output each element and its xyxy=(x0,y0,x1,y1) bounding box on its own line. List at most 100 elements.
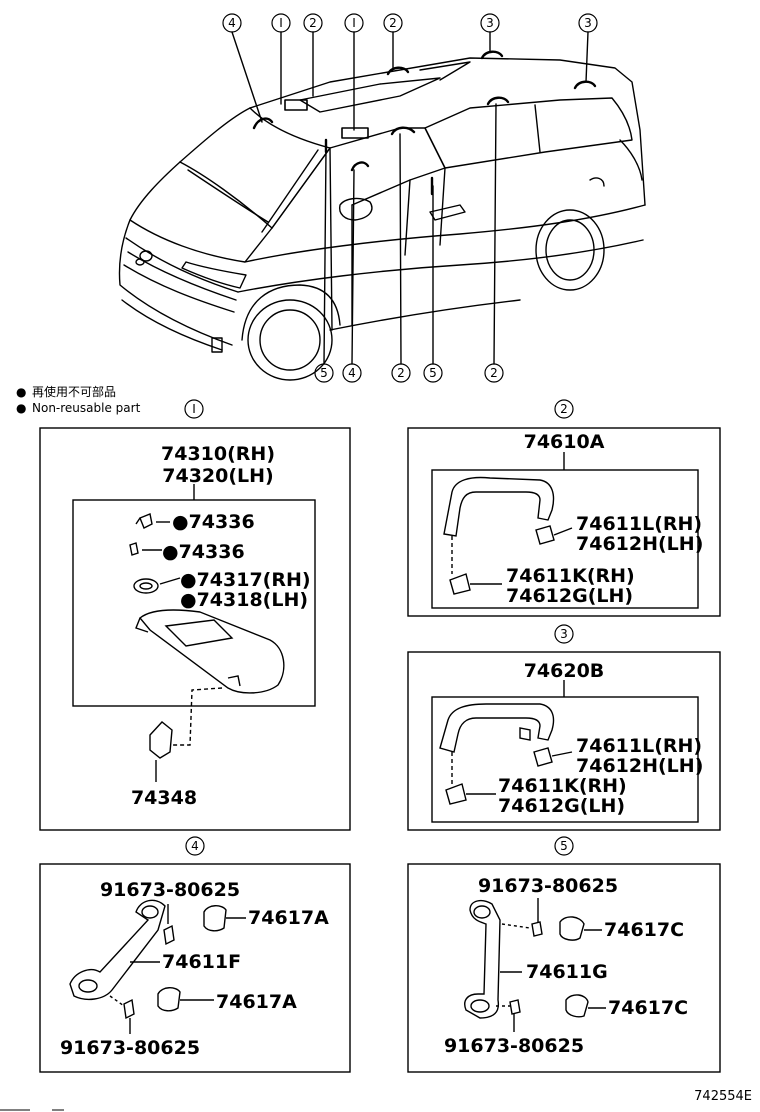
callout-bottom-5: 2 xyxy=(490,366,498,380)
callout-bottom-3: 2 xyxy=(397,366,405,380)
callout-circle xyxy=(480,13,500,33)
screw-icon xyxy=(509,999,521,1015)
callout-bottom-4: 5 xyxy=(429,366,437,380)
p4-screw-bottom: 91673-80625 xyxy=(60,1037,200,1059)
holder-icon xyxy=(133,578,159,594)
p4-grip: 74611F xyxy=(162,951,241,973)
bottom-callouts xyxy=(314,363,504,383)
legend-en: Non-reusable part xyxy=(32,401,141,415)
legend: ● 再使用不可部品 ● Non-reusable part xyxy=(16,384,141,415)
callout-top-1: 4 xyxy=(228,16,236,30)
p4-cap-top: 74617A xyxy=(248,907,329,929)
panel-marker-circle xyxy=(554,399,574,419)
callout-top-5: 2 xyxy=(389,16,397,30)
panel-marker-circle xyxy=(554,624,574,644)
legend-bullet: ● xyxy=(16,401,26,415)
callout-top-7: 3 xyxy=(584,16,592,30)
callout-top-3: 2 xyxy=(309,16,317,30)
cap-icon xyxy=(565,994,589,1018)
assist-grip-icon xyxy=(443,476,555,537)
cap-icon xyxy=(203,905,227,932)
assist-grip-icon xyxy=(69,899,166,1001)
callout-circle xyxy=(484,363,504,383)
top-callouts xyxy=(222,13,598,33)
callout-circle xyxy=(391,363,411,383)
p3-cover-g-lh: 74612G(LH) xyxy=(498,795,625,817)
callout-top-6: 3 xyxy=(486,16,494,30)
p4-screw-top: 91673-80625 xyxy=(100,879,240,901)
hook-icon xyxy=(149,721,173,759)
p2-cover-lh: 74612H(LH) xyxy=(576,533,703,555)
callout-circle xyxy=(342,363,362,383)
panel-1-marker: I xyxy=(192,402,196,416)
callout-circle xyxy=(383,13,403,33)
panel-1-frame xyxy=(39,427,351,831)
p4-cap-bottom: 74617A xyxy=(216,991,297,1013)
p1-hook: 74348 xyxy=(131,787,197,809)
panel-2 xyxy=(407,399,721,617)
clip-icon xyxy=(129,542,139,556)
p3-assy: 74620B xyxy=(524,660,605,682)
assist-grip-icon xyxy=(464,899,501,1019)
p1-holder-lh: ●74318(LH) xyxy=(180,589,308,611)
legend-jp: 再使用不可部品 xyxy=(32,384,116,399)
p5-screw-top: 91673-80625 xyxy=(478,875,618,897)
p3-cover-lh: 74612H(LH) xyxy=(576,755,703,777)
panel-4-frame xyxy=(39,863,351,1073)
panel-3-frame xyxy=(407,651,721,831)
cap-icon xyxy=(157,987,181,1012)
p5-screw-bottom: 91673-80625 xyxy=(444,1035,584,1057)
panel-3-inner-frame xyxy=(431,696,699,823)
assist-grip-icon xyxy=(439,703,555,753)
p2-cover-rh: 74611L(RH) xyxy=(576,513,702,535)
cap-icon xyxy=(559,916,585,941)
screw-icon xyxy=(163,924,175,946)
cap-icon xyxy=(533,747,553,767)
callout-circle xyxy=(271,13,291,33)
callout-bottom-2: 4 xyxy=(348,366,356,380)
p1-clip-b: ●74336 xyxy=(162,541,245,563)
callout-circle xyxy=(222,13,242,33)
callout-circle xyxy=(578,13,598,33)
p2-cover-g-lh: 74612G(LH) xyxy=(506,585,633,607)
p1-clip-a: ●74336 xyxy=(172,511,255,533)
callout-circle xyxy=(314,363,334,383)
screw-icon xyxy=(123,998,135,1020)
panel-3 xyxy=(407,624,721,831)
diagram-code: 742554E xyxy=(694,1089,752,1104)
p5-cap-top: 74617C xyxy=(604,919,684,941)
cap-icon xyxy=(535,525,555,545)
panel-2-inner-frame xyxy=(431,469,699,609)
clip-icon xyxy=(135,513,153,529)
panel-2-frame xyxy=(407,427,721,617)
sun-visor-icon xyxy=(139,609,285,694)
callout-circle xyxy=(344,13,364,33)
p2-cover-k-rh: 74611K(RH) xyxy=(506,565,635,587)
panel-1 xyxy=(39,399,351,831)
cap-icon xyxy=(449,573,471,595)
p1-assy-lh: 74320(LH) xyxy=(162,465,273,487)
screw-icon xyxy=(531,921,543,937)
callout-circle xyxy=(423,363,443,383)
callout-bottom-1: 5 xyxy=(320,366,328,380)
panel-5 xyxy=(407,836,721,1073)
panel-5-frame xyxy=(407,863,721,1073)
vehicle-illustration xyxy=(118,31,646,381)
callout-circle xyxy=(303,13,323,33)
legend-bullet: ● xyxy=(16,385,26,399)
panel-4 xyxy=(39,836,351,1073)
panel-4-marker: 4 xyxy=(191,839,199,853)
panel-5-marker: 5 xyxy=(560,839,568,853)
p1-holder-rh: ●74317(RH) xyxy=(180,569,311,591)
p3-cover-rh: 74611L(RH) xyxy=(576,735,702,757)
callout-top-4: I xyxy=(352,16,356,30)
callout-top-2: I xyxy=(279,16,283,30)
p5-cap-bottom: 74617C xyxy=(608,997,688,1019)
p2-assy: 74610A xyxy=(524,431,605,453)
panel-2-marker: 2 xyxy=(560,402,568,416)
p3-cover-k-rh: 74611K(RH) xyxy=(498,775,627,797)
cap-icon xyxy=(445,783,467,805)
panel-marker-circle xyxy=(185,836,205,856)
